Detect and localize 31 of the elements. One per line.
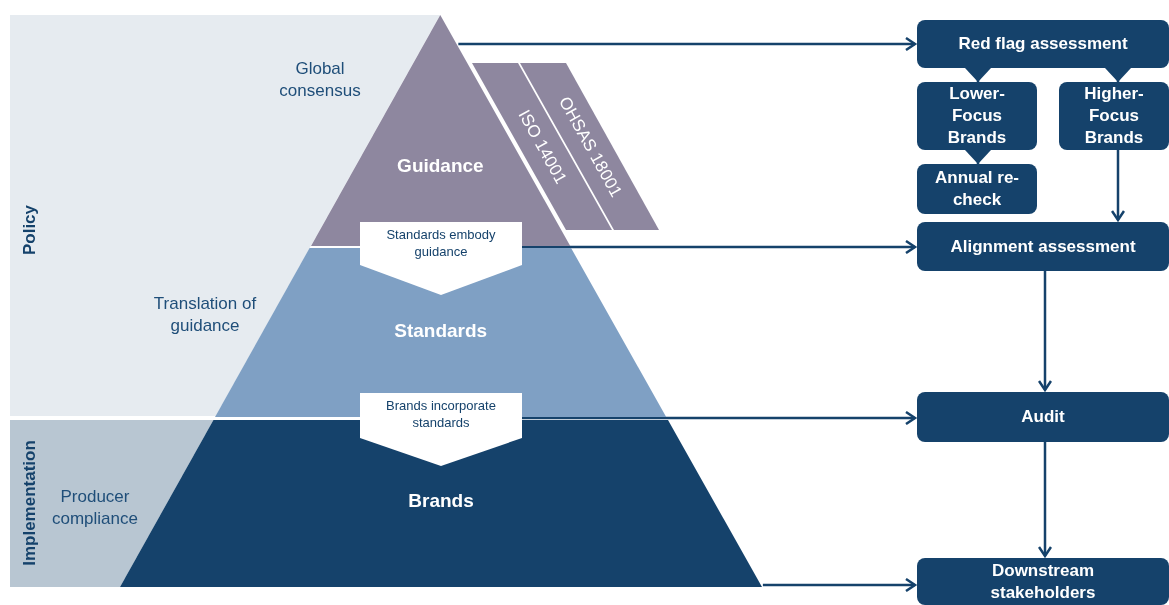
callout-text: Brands incorporate standards (385, 397, 497, 431)
pointer-notch (965, 150, 991, 164)
section-label: Policy (20, 204, 40, 256)
arrow (458, 36, 917, 52)
arrow (522, 410, 917, 426)
process-box: Alignment assessment (917, 222, 1169, 271)
callout-chevron (360, 393, 522, 466)
process-box: Lower-Focus Brands (917, 82, 1037, 150)
pointer-notch (1105, 68, 1131, 82)
process-box: Audit (917, 392, 1169, 442)
section-band (10, 420, 214, 587)
annotation-text: Translation of guidance (153, 293, 257, 337)
callout-chevron (360, 222, 522, 295)
arrow (1037, 442, 1053, 558)
pointer-notch (965, 68, 991, 82)
arrow (1110, 150, 1126, 222)
arrow (522, 239, 917, 255)
tier-label: Brands (408, 490, 474, 512)
section-label: Implementation (20, 440, 40, 566)
process-box: Higher-Focus Brands (1059, 82, 1169, 150)
process-box: Downstream stakeholders (917, 558, 1169, 605)
tier-label: Standards (394, 320, 488, 342)
callout-text: Standards embody guidance (385, 226, 497, 260)
annotation-text: Producer compliance (51, 486, 139, 530)
standard-strip (520, 63, 659, 230)
arrow (762, 577, 917, 593)
arrow (1037, 271, 1053, 392)
process-box: Red flag assessment (917, 20, 1169, 68)
annotation-text: Global consensus (278, 58, 362, 102)
tier-label: Guidance (397, 155, 484, 177)
process-box: Annual re-check (917, 164, 1037, 214)
